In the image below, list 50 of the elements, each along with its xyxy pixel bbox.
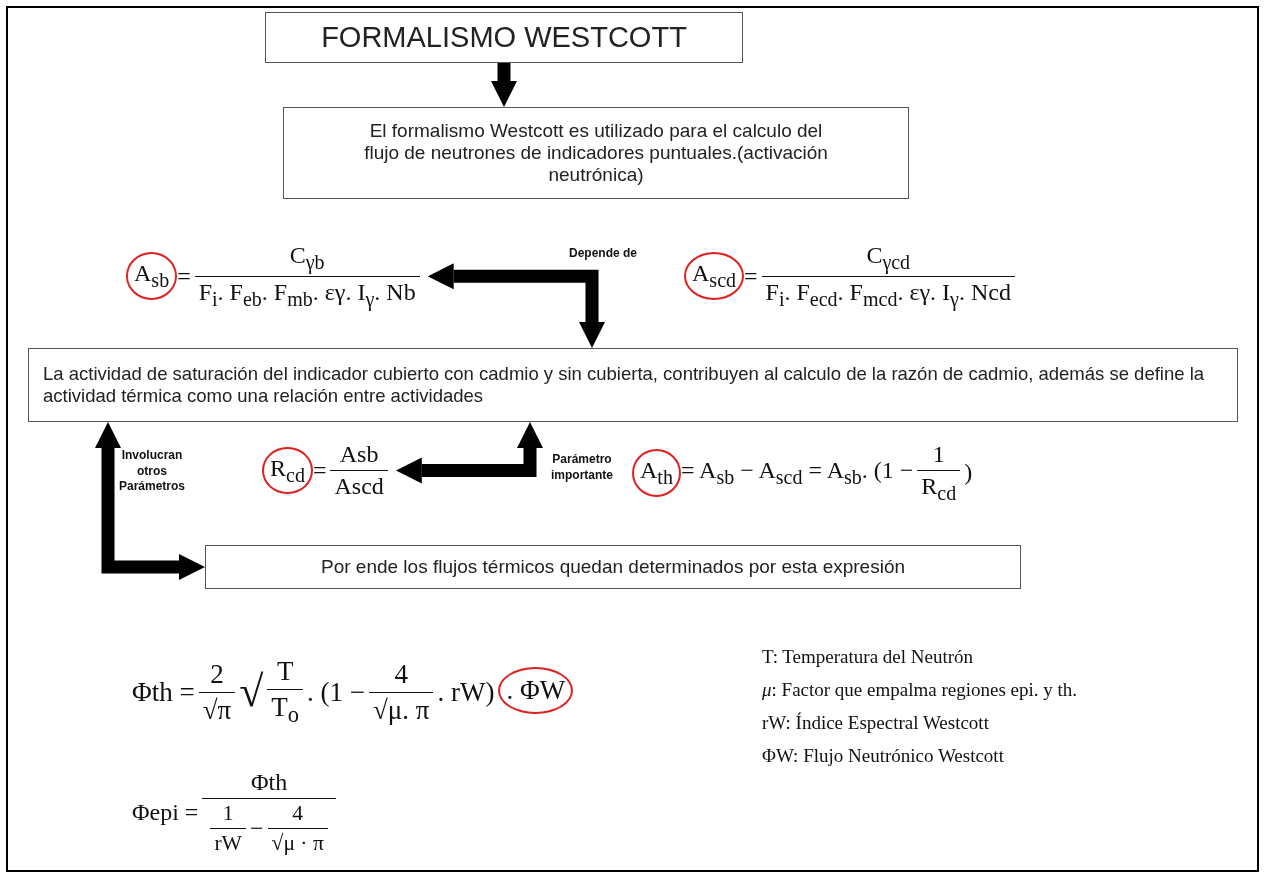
definition-text: ΦW: Flujo Neutrónico Westcott	[762, 745, 1004, 767]
formula-text: Φth =	[132, 676, 195, 708]
formula-text: . (1 −	[307, 676, 366, 708]
fraction-denominator: rW	[210, 828, 246, 856]
description-box: Por ende los flujos térmicos quedan determinados por esta expresión	[205, 545, 1021, 589]
fraction-denominator: √μ. π	[369, 691, 434, 726]
edge-label: Parámetro importante	[550, 452, 614, 484]
edge-label: Depende de	[568, 246, 638, 262]
fraction-numerator: 4	[393, 658, 409, 691]
definition-text: rW: Índice Espectral Westcott	[762, 712, 989, 734]
fraction-denominator: √π	[198, 691, 236, 726]
fraction-denominator: F$_{i}$. F$_{ecd}$. F$_{mcd}$. εγ. I$_{γ}$. Ncd	[761, 275, 1015, 311]
radical-sign: √	[239, 668, 264, 717]
circled-symbol: A$_{scd}$	[684, 252, 744, 301]
definition-text: μ: Factor que empalma regiones epi. y th.	[762, 679, 1078, 701]
fraction-denominator: T$_{o}$	[267, 689, 304, 729]
formula-text: −	[250, 815, 264, 842]
fraction-numerator: T	[275, 656, 295, 688]
arrow	[395, 422, 543, 484]
circled-symbol: A$_{th}$	[632, 449, 681, 497]
fraction-denominator: √μ · π	[267, 828, 328, 856]
fraction-numerator: 4	[291, 801, 305, 827]
fraction-denominator: Ascd	[330, 470, 388, 500]
fraction-numerator: 1	[221, 801, 235, 827]
formula-text: )	[964, 459, 973, 487]
fraction-denominator: R$_{cd}$	[917, 470, 961, 505]
definition-text: T: Temperatura del Neutrón	[762, 646, 974, 668]
fraction-denominator: F$_{i}$. F$_{eb}$. F$_{mb}$. εγ. I$_{γ}$. Nb	[194, 275, 420, 311]
fraction-numerator: Φth	[250, 769, 289, 797]
formula-text: =	[177, 262, 191, 290]
arrow	[491, 63, 517, 107]
description-box: La actividad de saturación del indicador cubierto con cadmio y sin cubierta, contribuyen al calculo de la razón de cadmio, además se define la actividad térmica como una relación entre actividades	[28, 348, 1238, 422]
fraction-numerator: Asb	[338, 441, 380, 469]
formula-text: . rW)	[437, 676, 495, 708]
arrow	[95, 422, 205, 580]
formula-text: =	[312, 457, 327, 484]
formula-text: =	[744, 262, 758, 290]
fraction-numerator: C$_{γb}$	[288, 242, 326, 276]
description-box: El formalismo Westcott es utilizado para el calculo del flujo de neutrones de indicadores puntuales.(activación neutrónica)	[283, 107, 909, 199]
fraction-numerator: 2	[209, 658, 225, 691]
circled-symbol: R$_{cd}$	[262, 446, 313, 495]
title-box: FORMALISMO WESTCOTT	[265, 12, 743, 63]
circled-symbol: . ΦW	[498, 667, 574, 715]
formula-text: = A$_{sb}$ − A$_{scd}$ = A$_{sb}$. (1 −	[680, 457, 914, 489]
formula-text: Φepi =	[132, 799, 199, 826]
arrow	[427, 263, 605, 348]
circled-symbol: A$_{sb}$	[126, 252, 178, 301]
fraction-numerator: C$_{γcd}$	[865, 242, 912, 276]
fraction-numerator: 1	[931, 441, 946, 469]
edge-label: Involucran otros Parámetros	[117, 448, 186, 495]
